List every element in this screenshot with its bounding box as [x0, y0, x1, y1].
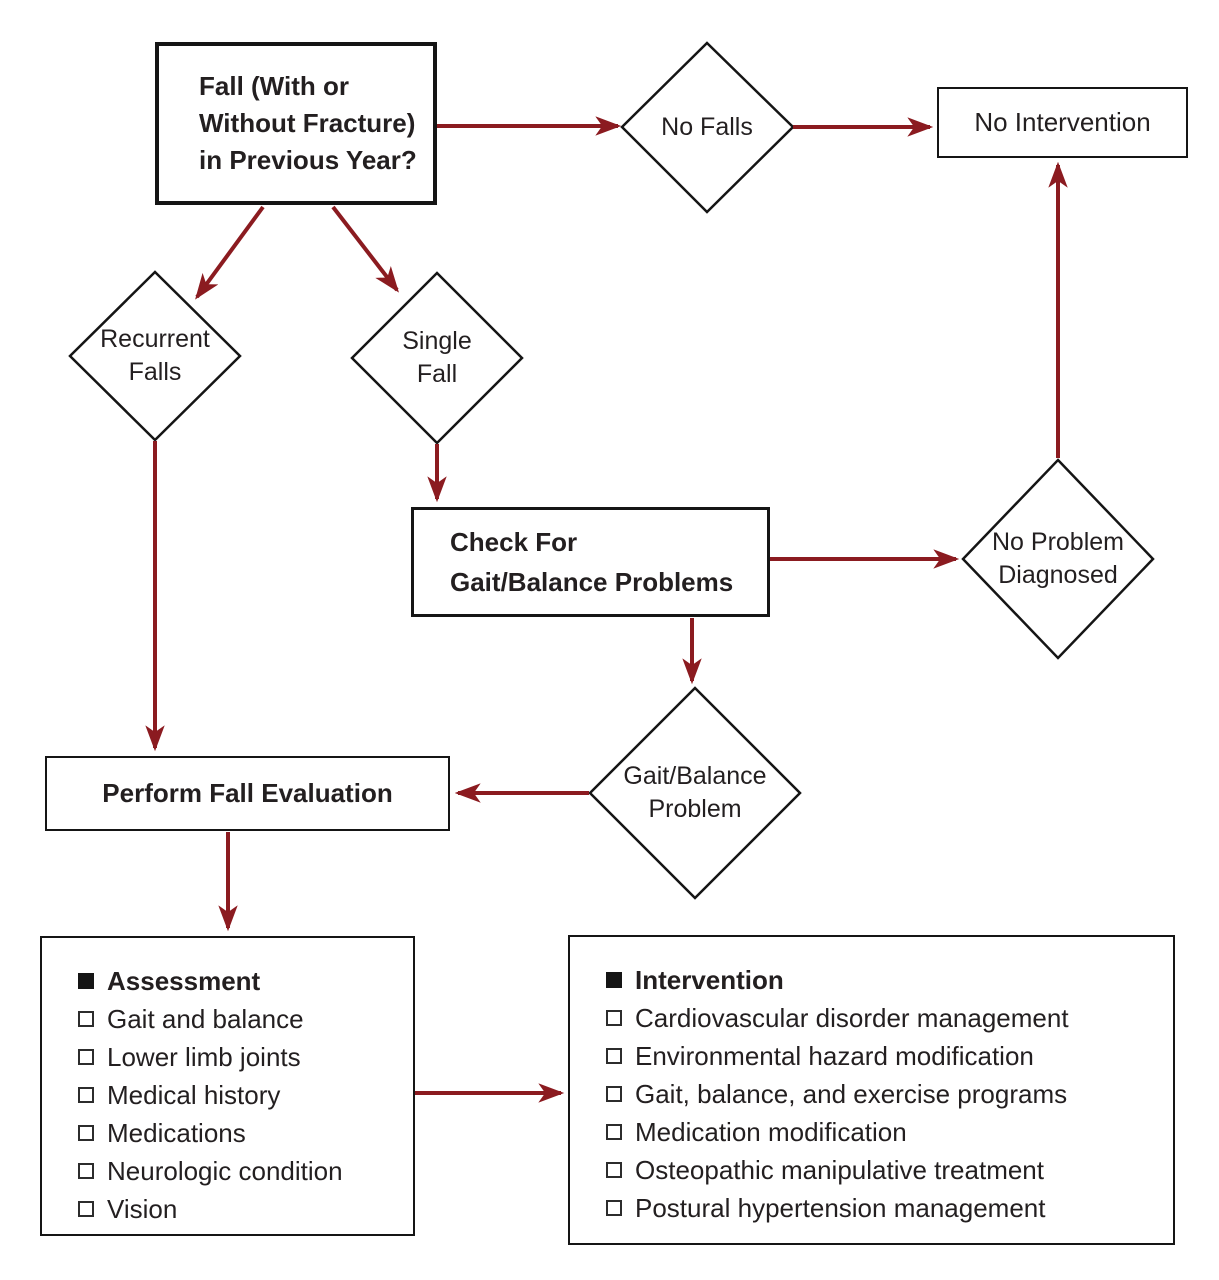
no-problem-line2: Diagnosed [998, 561, 1118, 589]
node-fall-question: Fall (With or Without Fracture) in Previ… [155, 42, 437, 205]
no-problem-label: No Problem Diagnosed [963, 509, 1153, 609]
no-intervention-label: No Intervention [974, 107, 1151, 137]
assessment-title: Assessment [107, 966, 261, 996]
list-item: Lower limb joints [78, 1042, 403, 1072]
single-fall-line2: Fall [416, 360, 458, 388]
intervention-header: Intervention [606, 965, 1163, 995]
no-problem-line1: No Problem [992, 528, 1124, 556]
intervention-item-label: Gait, balance, and exercise programs [635, 1079, 1068, 1109]
node-fall-question-label: Fall (With or Without Fracture) in Previ… [159, 68, 417, 179]
list-item: Environmental hazard modification [606, 1041, 1163, 1071]
recurrent-falls-label: Recurrent Falls [70, 306, 240, 406]
fall-question-line2: Without Fracture) [199, 108, 416, 138]
hollow-square-bullet-icon [606, 1086, 622, 1102]
intervention-item-label: Medication modification [635, 1117, 907, 1147]
diamond-recurrent-falls [68, 270, 242, 442]
hollow-square-bullet-icon [606, 1048, 622, 1064]
list-item: Medications [78, 1118, 403, 1148]
list-item: Medical history [78, 1080, 403, 1110]
intervention-item-label: Osteopathic manipulative treatment [635, 1155, 1044, 1185]
hollow-square-bullet-icon [78, 1011, 94, 1027]
list-item: Neurologic condition [78, 1156, 403, 1186]
list-item: Postural hypertension management [606, 1193, 1163, 1223]
assessment-item-label: Lower limb joints [107, 1042, 301, 1072]
node-no-intervention: No Intervention [937, 87, 1188, 158]
hollow-square-bullet-icon [78, 1087, 94, 1103]
hollow-square-bullet-icon [606, 1010, 622, 1026]
intervention-item-label: Environmental hazard modification [635, 1041, 1034, 1071]
hollow-square-bullet-icon [78, 1163, 94, 1179]
recurrent-falls-line1: Recurrent [100, 325, 210, 353]
intervention-item-label: Postural hypertension management [635, 1193, 1046, 1223]
gait-problem-line2: Problem [648, 795, 742, 823]
fall-question-line3: in Previous Year? [199, 145, 417, 175]
hollow-square-bullet-icon [78, 1125, 94, 1141]
single-fall-label: Single Fall [352, 308, 522, 408]
list-item: Cardiovascular disorder management [606, 1003, 1163, 1033]
assessment-item-label: Neurologic condition [107, 1156, 343, 1186]
check-gait-line1: Check For [450, 527, 578, 557]
assessment-header: Assessment [78, 966, 403, 996]
node-assessment-list: Assessment Gait and balance Lower limb j… [40, 936, 415, 1236]
assessment-item-label: Medical history [107, 1080, 281, 1110]
list-item: Osteopathic manipulative treatment [606, 1155, 1163, 1185]
assessment-item-label: Vision [107, 1194, 178, 1224]
no-falls-text: No Falls [661, 112, 753, 141]
assessment-item-label: Gait and balance [107, 1004, 304, 1034]
diamond-gait-balance-problem [588, 686, 802, 900]
list-item: Gait, balance, and exercise programs [606, 1079, 1163, 1109]
node-intervention-list: Intervention Cardiovascular disorder man… [568, 935, 1175, 1245]
diamond-no-falls [620, 41, 795, 214]
hollow-square-bullet-icon [78, 1201, 94, 1217]
node-check-gait-balance: Check For Gait/Balance Problems [411, 507, 770, 617]
single-fall-line1: Single [402, 327, 472, 355]
perform-eval-label: Perform Fall Evaluation [102, 778, 393, 808]
list-item: Gait and balance [78, 1004, 403, 1034]
hollow-square-bullet-icon [606, 1162, 622, 1178]
intervention-title: Intervention [635, 965, 784, 995]
arrow-fall-to-single-fall [331, 205, 399, 293]
fall-question-line1: Fall (With or [199, 71, 349, 101]
gait-problem-line1: Gait/Balance [623, 762, 767, 790]
assessment-item-label: Medications [107, 1118, 246, 1148]
filled-square-bullet-icon [606, 972, 622, 988]
list-item: Vision [78, 1194, 403, 1224]
diamond-single-fall [350, 271, 524, 445]
hollow-square-bullet-icon [78, 1049, 94, 1065]
gait-problem-label: Gait/Balance Problem [595, 743, 795, 843]
filled-square-bullet-icon [78, 973, 94, 989]
hollow-square-bullet-icon [606, 1200, 622, 1216]
check-gait-line2: Gait/Balance Problems [450, 567, 734, 597]
diamond-no-problem-diagnosed [961, 458, 1155, 660]
list-item: Medication modification [606, 1117, 1163, 1147]
intervention-item-label: Cardiovascular disorder management [635, 1003, 1069, 1033]
node-perform-fall-evaluation: Perform Fall Evaluation [45, 756, 450, 831]
arrow-fall-to-recurrent-falls [195, 205, 265, 300]
no-falls-label: No Falls [622, 77, 792, 177]
recurrent-falls-line2: Falls [128, 358, 182, 386]
hollow-square-bullet-icon [606, 1124, 622, 1140]
